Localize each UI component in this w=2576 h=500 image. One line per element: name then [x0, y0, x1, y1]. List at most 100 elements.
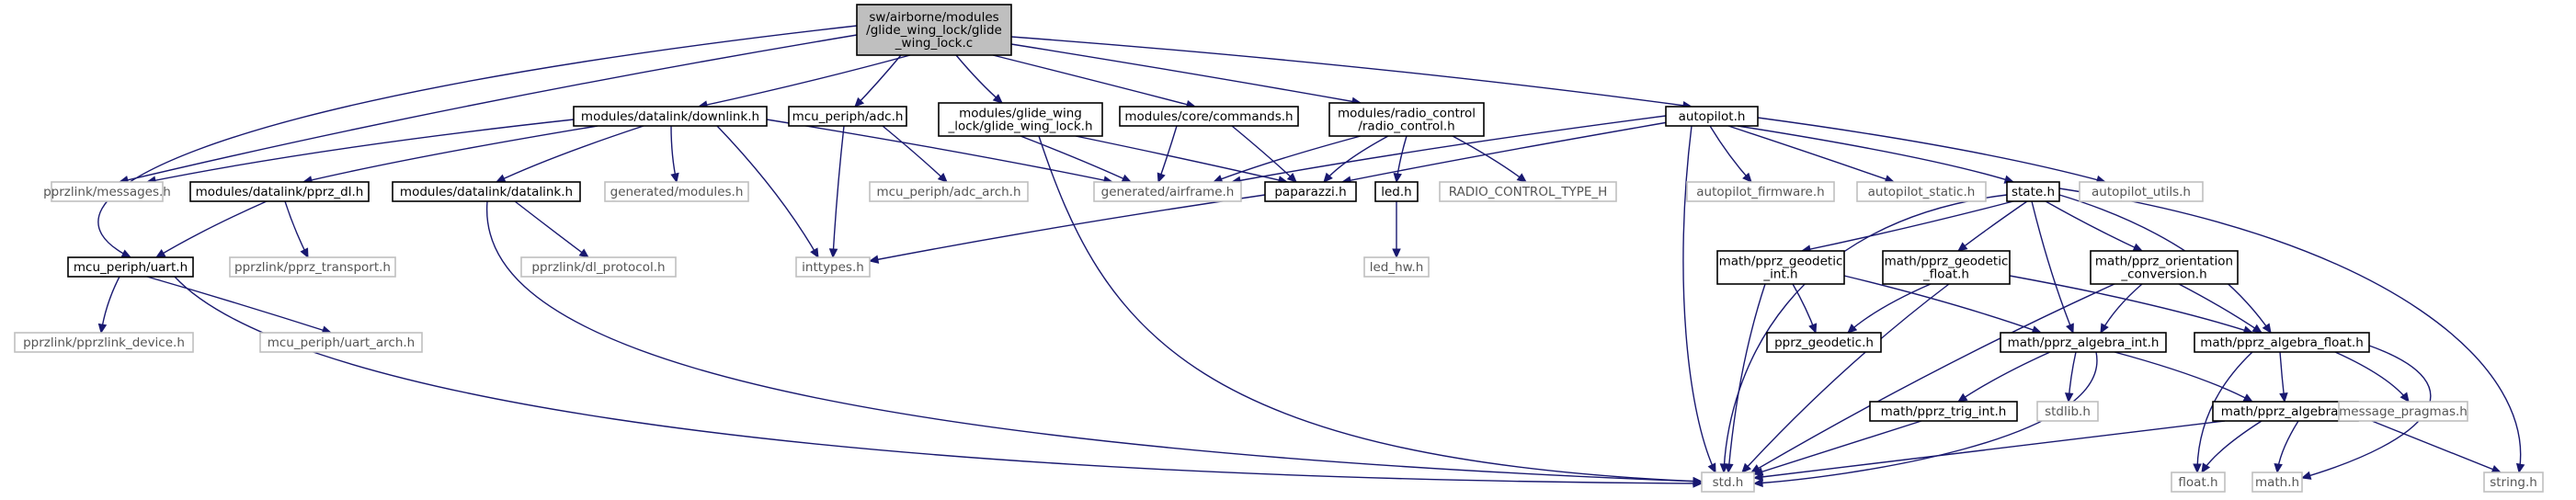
node-pprzlink_messages[interactable]: pprzlink/messages.h	[43, 181, 171, 202]
node-box	[938, 102, 1103, 137]
edge-alg_float-to-msg_pragmas	[2334, 351, 2410, 403]
node-ap_firmware[interactable]: autopilot_firmware.h	[1686, 181, 1835, 202]
node-box	[259, 332, 423, 353]
node-box	[1701, 472, 1755, 493]
node-gwl_h[interactable]: modules/glide_wing_lock/glide_wing_lock.…	[938, 102, 1103, 137]
edge-uart-to-std	[174, 276, 1704, 488]
node-alg_float[interactable]: math/pprz_algebra_float.h	[2194, 332, 2370, 353]
node-inttypes[interactable]: inttypes.h	[795, 256, 871, 278]
edge-line	[1231, 125, 1297, 183]
node-radio_control[interactable]: modules/radio_control/radio_control.h	[1328, 102, 1485, 137]
node-paparazzi[interactable]: paparazzi.h	[1264, 181, 1357, 202]
node-alg_int[interactable]: math/pprz_algebra_int.h	[2000, 332, 2167, 353]
edge-state-to-geo_int	[1800, 200, 2014, 254]
node-state[interactable]: state.h	[2006, 181, 2060, 202]
arrowhead	[992, 94, 1003, 104]
node-msg_pragmas[interactable]: message_pragmas.h	[2338, 401, 2468, 422]
node-label: math/pprz_trig_int.h	[1881, 404, 2007, 419]
node-label: modules/core/commands.h	[1124, 109, 1293, 124]
edge-state-to-orient	[2045, 200, 2144, 252]
node-led[interactable]: led.h	[1374, 181, 1419, 202]
node-box	[2194, 332, 2370, 353]
node-datalink[interactable]: modules/datalink/datalink.h	[392, 181, 581, 202]
edge-alg_int-to-trig_int	[1956, 351, 2051, 403]
edge-autopilot-to-ap_firmware	[1709, 125, 1752, 183]
node-label: math/pprz_algebra.h	[2221, 404, 2350, 419]
edge-root-to-uart	[97, 25, 858, 258]
arrowhead	[1847, 324, 1858, 334]
node-autopilot[interactable]: autopilot.h	[1665, 106, 1759, 127]
node-adc[interactable]: mcu_periph/adc.h	[788, 106, 907, 127]
edge-state-to-alg_int	[2031, 200, 2074, 335]
node-stdlib[interactable]: stdlib.h	[2036, 401, 2099, 422]
node-pprz_dl[interactable]: modules/datalink/pprz_dl.h	[189, 181, 370, 202]
node-trig_int[interactable]: math/pprz_trig_int.h	[1869, 401, 2018, 422]
edge-line	[1753, 420, 1922, 475]
edge-autopilot-to-std	[1682, 125, 1716, 474]
node-box	[189, 181, 370, 202]
arrowhead	[300, 247, 309, 259]
arrowhead	[1742, 172, 1752, 183]
node-pprz_transport[interactable]: pprzlink/pprz_transport.h	[229, 256, 396, 278]
edge-pprz_dl-to-uart	[154, 200, 268, 258]
arrowhead	[2242, 393, 2254, 403]
node-std[interactable]: std.h	[1701, 472, 1755, 493]
node-algebra[interactable]: math/pprz_algebra.h	[2212, 401, 2359, 422]
node-geo_int[interactable]: math/pprz_geodetic_int.h	[1716, 250, 1845, 285]
node-pprz_geodetic[interactable]: pprz_geodetic.h	[1766, 332, 1882, 353]
node-label: math.h	[2255, 475, 2299, 490]
node-box	[856, 4, 1012, 56]
node-label: /glide_wing_lock/glide	[866, 23, 1002, 38]
node-gen_modules[interactable]: generated/modules.h	[604, 181, 749, 202]
node-label: inttypes.h	[802, 260, 864, 275]
arrowhead	[2201, 462, 2211, 474]
edge-root-to-radio_control	[1010, 43, 1362, 107]
arrowhead	[2100, 323, 2109, 335]
node-dl_protocol[interactable]: pprzlink/dl_protocol.h	[520, 256, 677, 278]
node-adc_arch[interactable]: mcu_periph/adc_arch.h	[869, 181, 1029, 202]
arrowhead	[2300, 471, 2312, 480]
node-geo_float[interactable]: math/pprz_geodetic_float.h	[1882, 250, 2011, 285]
arrowhead	[120, 249, 132, 258]
node-led_hw[interactable]: led_hw.h	[1363, 256, 1430, 278]
node-label: modules/datalink/datalink.h	[400, 185, 573, 199]
edge-line	[832, 125, 845, 258]
node-orient[interactable]: math/pprz_orientation_conversion.h	[2090, 250, 2239, 285]
edge-paparazzi-to-inttypes	[868, 194, 1266, 264]
node-float_h[interactable]: float.h	[2171, 472, 2226, 493]
arrowhead	[1693, 479, 1704, 488]
node-label: std.h	[1713, 475, 1744, 490]
node-label: _wing_lock.c	[895, 36, 973, 51]
edge-line	[514, 200, 589, 258]
node-ap_utils[interactable]: autopilot_utils.h	[2079, 181, 2204, 202]
node-box	[2079, 181, 2204, 202]
node-downlink[interactable]: modules/datalink/downlink.h	[573, 106, 768, 127]
node-airframe[interactable]: generated/airframe.h	[1093, 181, 1242, 202]
edge-state-to-string_h	[2058, 188, 2525, 474]
node-uart[interactable]: mcu_periph/uart.h	[67, 256, 194, 278]
arrowhead	[2066, 323, 2074, 335]
node-root[interactable]: sw/airborne/modules/glide_wing_lock/glid…	[856, 4, 1012, 56]
edge-line	[1010, 43, 1362, 104]
edge-geo_float-to-pprz_geodetic	[1847, 283, 1932, 334]
edge-radio_control-to-rc_type	[1452, 135, 1527, 183]
edge-line	[2178, 283, 2263, 334]
node-uart_arch[interactable]: mcu_periph/uart_arch.h	[259, 332, 423, 353]
node-math_h[interactable]: math.h	[2251, 472, 2303, 493]
node-label: _float.h	[1922, 267, 1969, 282]
arrowhead	[2132, 243, 2144, 252]
edge-datalink-to-std	[485, 200, 1704, 486]
node-pprzlink_device[interactable]: pprzlink/pprzlink_device.h	[14, 332, 194, 353]
node-box	[1856, 181, 1987, 202]
node-rc_type[interactable]: RADIO_CONTROL_TYPE_H	[1439, 181, 1617, 202]
node-commands[interactable]: modules/core/commands.h	[1119, 106, 1299, 127]
arrowhead	[2515, 462, 2525, 474]
node-string_h[interactable]: string.h	[2483, 472, 2544, 493]
node-label: led.h	[1381, 185, 1411, 199]
node-ap_static[interactable]: autopilot_static.h	[1856, 181, 1987, 202]
edge-alg_int-to-std	[1752, 351, 2098, 488]
edge-line	[1737, 125, 2014, 183]
edge-line	[1075, 135, 1288, 183]
edge-line	[2196, 351, 2253, 473]
arrowhead	[2262, 323, 2272, 335]
